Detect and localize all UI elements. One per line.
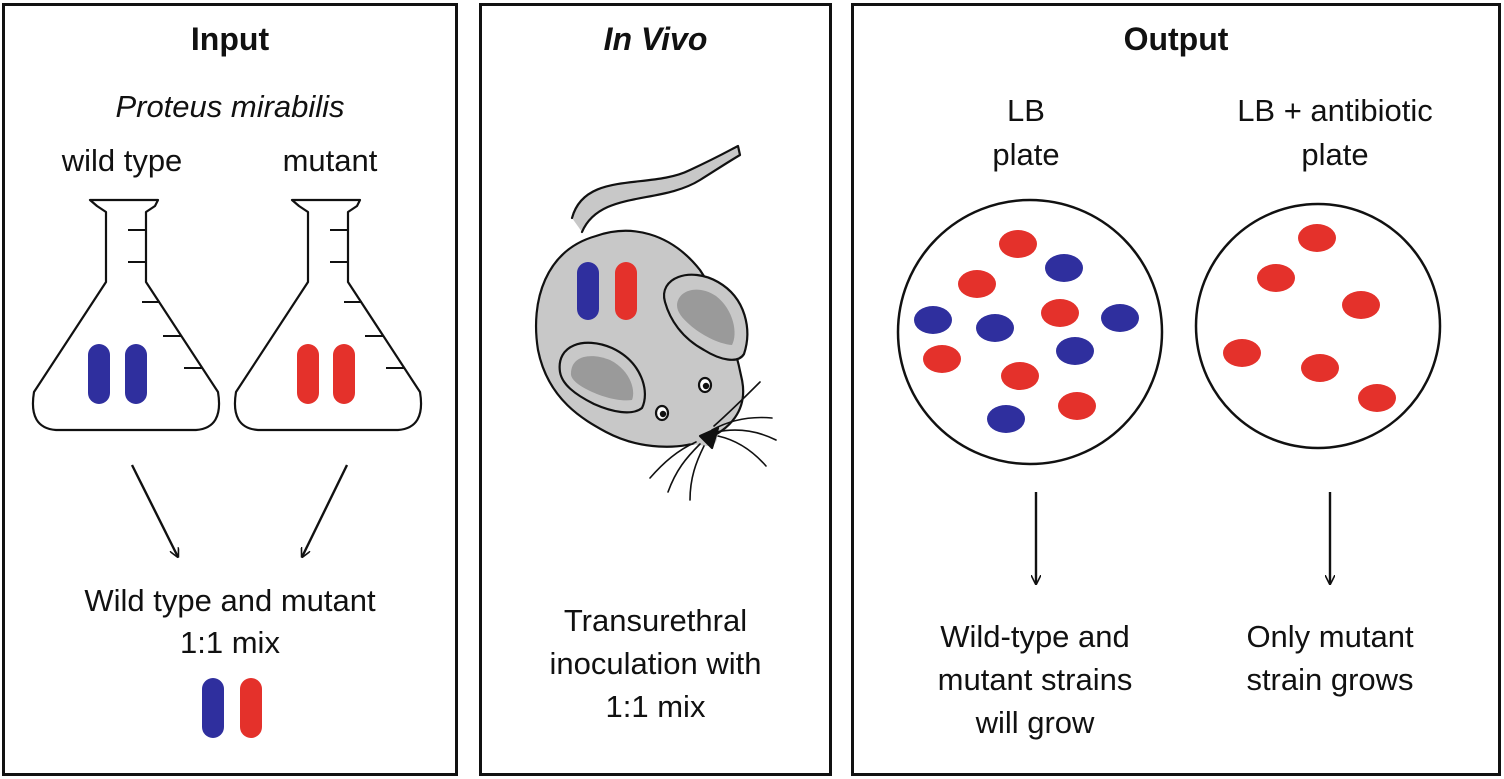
abx-result-line2: strain grows (1246, 662, 1414, 697)
arrow-icon (302, 464, 349, 557)
abx-result-line1: Only mutant (1246, 619, 1414, 654)
mouse-icon (534, 144, 777, 501)
wild-type-bacterium (88, 344, 110, 404)
lb-plate (896, 198, 1164, 466)
lb-result-line2: mutant strains (937, 662, 1133, 697)
in-vivo-caption-line1: Transurethral (563, 603, 748, 638)
lb-plate-label-line2: plate (992, 137, 1060, 172)
mix-label-line2: 1:1 mix (180, 625, 280, 660)
mutant-flask-icon (233, 198, 423, 432)
output-title: Output (1123, 21, 1229, 57)
organism-label: Proteus mirabilis (115, 89, 345, 124)
lb-result-line3: will grow (975, 705, 1095, 740)
abx-plate-label-line1: LB + antibiotic (1237, 93, 1433, 128)
wild-type-bacterium (202, 678, 224, 738)
lb-result-line1: Wild-type and (940, 619, 1130, 654)
mix-label-line1: Wild type and mutant (84, 583, 376, 618)
antibiotic-plate (1194, 202, 1442, 450)
abx-plate-label-line2: plate (1301, 137, 1369, 172)
in-vivo-panel (479, 3, 832, 776)
in-vivo-caption-line3: 1:1 mix (605, 689, 706, 724)
wild-type-flask-icon (31, 198, 221, 432)
in-vivo-caption-line2: inoculation with (549, 646, 762, 681)
input-title: Input (190, 21, 270, 57)
wild-type-label: wild type (61, 143, 183, 178)
mutant-bacterium (333, 344, 355, 404)
wild-type-bacterium (125, 344, 147, 404)
output-panel (851, 3, 1501, 776)
in-vivo-title: In Vivo (603, 21, 708, 57)
lb-plate-label-line1: LB (1007, 93, 1045, 128)
mutant-bacterium (240, 678, 262, 738)
arrow-icon (130, 464, 178, 557)
mutant-bacterium (297, 344, 319, 404)
mutant-label: mutant (282, 143, 378, 178)
